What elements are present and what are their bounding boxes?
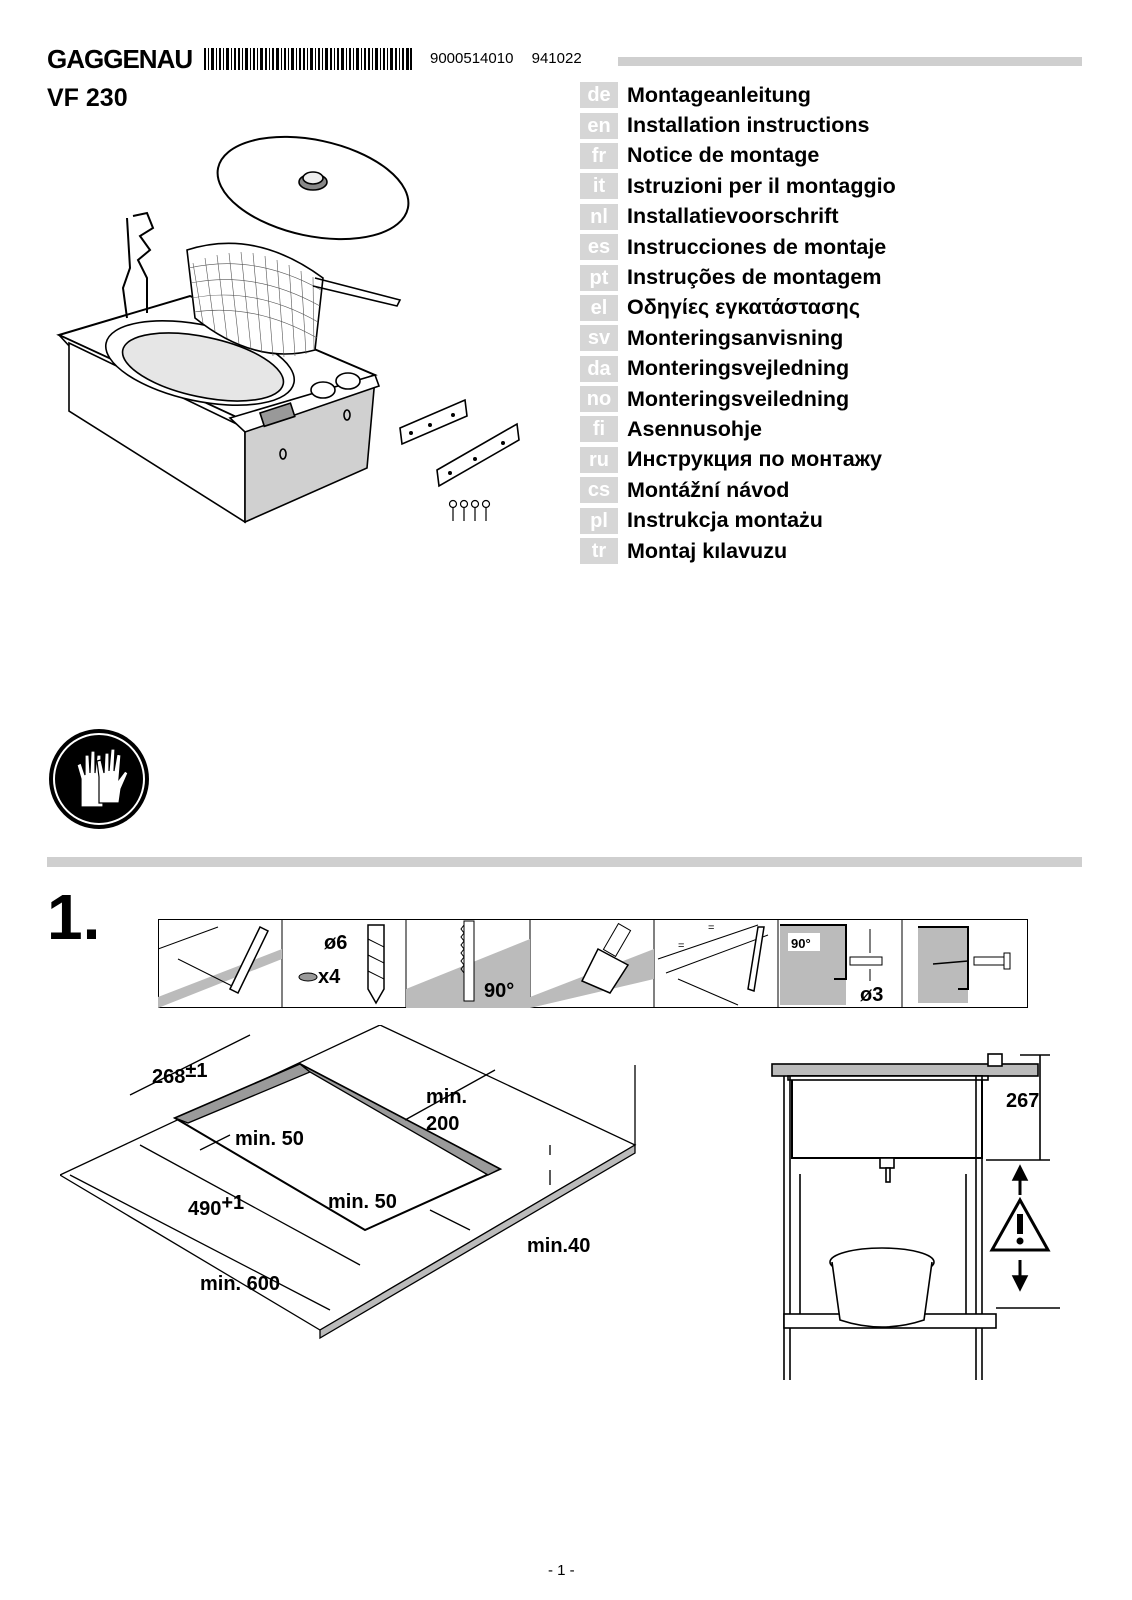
svg-text:=: = [678,940,684,952]
lang-title: Notice de montage [627,143,820,168]
depth-tolerance: ±1 [185,1060,207,1082]
lang-fr: fr Notice de montage [580,141,896,171]
lang-title: Monteringsvejledning [627,356,850,381]
lang-code: es [580,234,618,261]
back-margin-label: min. [426,1086,467,1108]
model-number: VF 230 [47,84,128,112]
cutout-diagram: 268±1 min. 200 min. 50 490+1 min. 50 min… [60,1025,637,1340]
lang-title: Instrukcja montażu [627,508,823,533]
language-list: de Montageanleitung en Installation instru… [580,80,896,566]
lang-code: cs [580,477,618,504]
lang-title: Asennusohje [627,416,762,441]
width-value: 490 [188,1198,221,1220]
lang-title: Montážní návod [627,477,790,502]
svg-text:268±1: 268±1 [152,1060,207,1088]
lang-code: da [580,355,618,382]
section-diagram: 267 [771,1053,1060,1380]
barcode [204,48,412,70]
screw-icon [918,926,1011,1003]
lang-ru: ru Инструкция по монтажу [580,445,896,475]
tool-strip: ø6 x4 90° = = 90° ø3 [158,919,1028,1008]
lang-title: Οδηγίες εγκατάστασης [627,295,860,320]
lang-code: de [580,82,618,109]
date-code: 941022 [531,50,582,67]
brand-logo: GAGGENAU [47,44,193,74]
svg-text:490+1: 490+1 [188,1192,244,1220]
lang-title: Montageanleitung [627,82,811,107]
width-tolerance: +1 [221,1192,244,1214]
lang-title: Instruções de montagem [627,265,882,290]
lang-code: fr [580,142,618,169]
part-codes: 9000514010 941022 [430,50,582,67]
section-rule [47,857,1082,867]
lang-no: no Monteringsveiledning [580,384,896,414]
header-rule [618,57,1082,66]
lang-code: sv [580,325,618,352]
warning-icon [989,1196,1051,1252]
lang-de: de Montageanleitung [580,80,896,110]
side-margin: min. 50 [235,1128,304,1150]
lang-en: en Installation instructions [580,110,896,140]
lang-el: el Οδηγίες εγκατάστασης [580,293,896,323]
back-margin-value: 200 [426,1113,459,1135]
lang-code: pl [580,507,618,534]
lang-code: nl [580,203,618,230]
brush-icon [530,922,654,1008]
marking-pencil-icon [158,925,282,1008]
depth-value: 268 [152,1066,185,1088]
lang-da: da Monteringsvejledning [580,354,896,384]
step-number: 1. [47,881,101,953]
measure-icon: = = [657,922,769,1006]
screw-hole-diameter: ø3 [860,984,883,1006]
lang-it: it Istruzioni per il montaggio [580,171,896,201]
drill-count: x4 [318,966,341,988]
lang-title: Installation instructions [627,113,870,138]
lang-tr: tr Montaj kılavuzu [580,536,896,566]
lang-pl: pl Instrukcja montażu [580,505,896,535]
front-margin: min. 50 [328,1191,397,1213]
lang-title: Montaj kılavuzu [627,538,788,563]
lang-code: no [580,386,618,413]
lang-code: tr [580,538,618,565]
height-dimension: 267 [1006,1090,1039,1112]
gloves-icon [49,729,149,829]
bracket-drill-icon: 90° ø3 [780,924,883,1006]
lang-title: Инструкция по монтажу [627,447,882,472]
lang-code: el [580,294,618,321]
lang-title: Monteringsanvisning [627,325,844,350]
page-number: - 1 - [548,1562,575,1579]
saw-angle: 90° [484,980,514,1002]
lang-code: ru [580,446,618,473]
lang-title: Installatievoorschrift [627,204,839,229]
lang-es: es Instrucciones de montaje [580,232,896,262]
part-number: 9000514010 [430,50,514,67]
svg-text:=: = [708,922,714,934]
lang-title: Instrucciones de montaje [627,234,887,259]
lang-title: Monteringsveiledning [627,386,850,411]
lang-title: Istruzioni per il montaggio [627,173,896,198]
lang-code: pt [580,264,618,291]
counter-depth: min. 600 [200,1273,280,1295]
lang-code: it [580,173,618,200]
lang-code: en [580,112,618,139]
drill-diameter: ø6 [324,932,347,954]
bracket-angle: 90° [791,936,811,951]
saw-icon: 90° [406,920,530,1008]
lang-pt: pt Instruções de montagem [580,262,896,292]
lang-fi: fi Asennusohje [580,414,896,444]
drill-icon: ø6 x4 [298,924,385,1005]
lang-nl: nl Installatievoorschrift [580,202,896,232]
lang-sv: sv Monteringsanvisning [580,323,896,353]
lang-cs: cs Montážní návod [580,475,896,505]
lang-code: fi [580,416,618,443]
fryer-illustration [56,135,520,524]
thickness-min: min.40 [527,1235,590,1257]
